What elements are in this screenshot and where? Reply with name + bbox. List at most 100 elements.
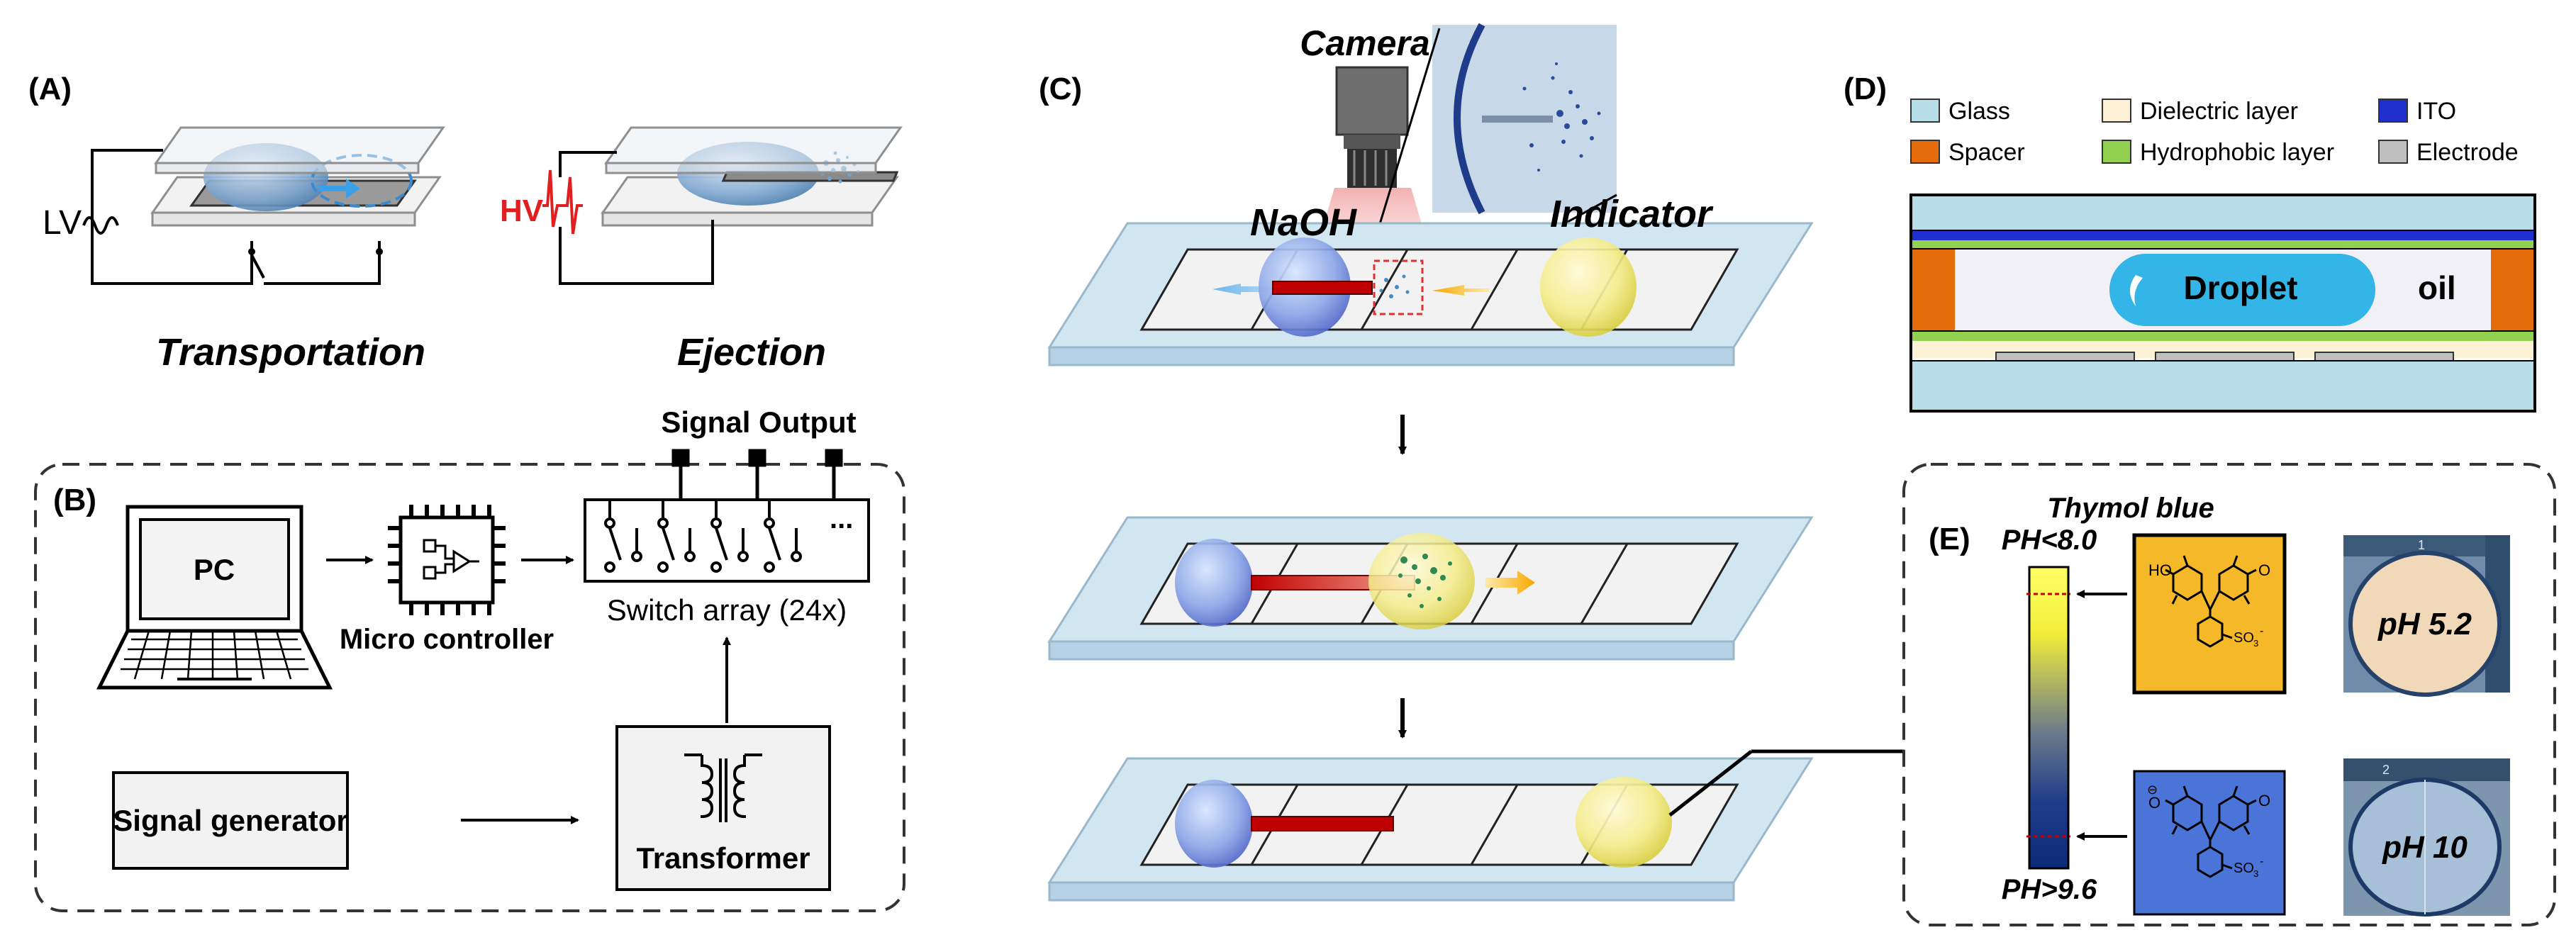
stage3-to-panel-e-connector: [1668, 750, 1753, 817]
hv-label: HV: [500, 194, 544, 228]
switch-ellipsis: ...: [830, 503, 853, 534]
panel-a: (A) LV: [28, 72, 903, 374]
transport-arrow: [319, 179, 360, 198]
panel-d: (D) Glass Dielectric layer ITO Spacer Hy…: [1844, 72, 2536, 413]
cross-section: Droplet oil: [1909, 194, 2536, 413]
droplet-label: Droplet: [2184, 269, 2298, 306]
stage1-spray-box: [1373, 259, 1424, 315]
ph-bottom-label: PH>9.6: [2002, 874, 2097, 905]
legend-text-dielectric: Dielectric layer: [2140, 98, 2298, 125]
camera-label: Camera: [1300, 23, 1429, 63]
micro-controller-chip-icon: [388, 505, 506, 615]
transport-top-plate: [154, 126, 445, 164]
left-spacer: [1912, 249, 1955, 331]
panel-c-label: (C): [1039, 72, 1082, 106]
transformer-icon: [684, 753, 762, 822]
panel-c: (C) Camera: [1039, 23, 1904, 902]
photo-1-mark: 1: [2418, 538, 2425, 552]
panel-d-label: (D): [1844, 72, 1887, 106]
transport-switch-1: [250, 241, 265, 279]
ph-color-bar: [2028, 566, 2070, 870]
stage3-needle: [1251, 816, 1394, 831]
top-glass: [1912, 196, 2533, 230]
panel-e-frame: [1902, 463, 2556, 926]
photo-ph-10: 2 pH 10: [2343, 758, 2510, 917]
stage2-mixing-droplet: [1368, 533, 1475, 629]
ejection-caption: Ejection: [677, 331, 826, 374]
eject-wire: [559, 151, 714, 285]
stage1-needle: [1272, 281, 1373, 295]
chip-stage-3: [1047, 757, 1814, 902]
transport-bottom-plate-edge: [151, 211, 416, 227]
acid-so3: SO: [2234, 630, 2254, 646]
legend-text-ito: ITO: [2416, 98, 2456, 125]
signal-generator-box: [112, 771, 349, 870]
base-o-left: O: [2148, 794, 2160, 812]
signal-output-label: Signal Output: [661, 405, 856, 439]
panel-b-label: (B): [53, 483, 96, 517]
legend-swatch-electrode: [2378, 140, 2408, 164]
transport-device: LV: [43, 126, 445, 285]
oil-label: oil: [2418, 269, 2456, 306]
base-o-minus: ⊖: [2147, 783, 2158, 797]
indicator-label: Indicator: [1550, 193, 1714, 235]
panel-e: (E) Thymol blue PH<8.0 PH>9.6 HO O: [1902, 463, 2556, 926]
panel-a-label: (A): [28, 72, 72, 106]
signal-output-pins: [671, 449, 843, 500]
legend-swatch-dielectric: [2102, 99, 2131, 123]
base-so3: SO: [2234, 861, 2254, 876]
legend-swatch-hydrophobic: [2102, 140, 2131, 164]
bottom-glass: [1912, 361, 2533, 410]
photo-1-label: pH 5.2: [2377, 607, 2472, 641]
chip-stage-1: [1047, 222, 1814, 366]
thymol-blue-title: Thymol blue: [2047, 493, 2214, 524]
ph-top-label: PH<8.0: [2002, 525, 2097, 556]
lv-label: LV: [43, 204, 82, 242]
transformer-box: [615, 725, 831, 891]
panel-b-frame: [34, 463, 905, 912]
electrode-3: [2314, 352, 2454, 362]
stage1-orange-arrow: [1432, 285, 1489, 296]
panel-e-label: (E): [1929, 522, 1970, 556]
base-so3-minus: -: [2260, 856, 2263, 868]
top-hydrophobic: [1912, 240, 2533, 249]
eject-bottom-plate-edge: [601, 211, 874, 227]
stage2-naoh-droplet: [1175, 539, 1253, 627]
transport-wire-left: [91, 149, 253, 285]
legend-text-electrode: Electrode: [2416, 139, 2519, 166]
top-ito: [1912, 230, 2533, 240]
eject-needle-electrode: [721, 171, 899, 182]
stage3-indicator-droplet: [1576, 777, 1672, 868]
stage2-orange-arrow: [1485, 571, 1535, 595]
legend-text-hydrophobic: Hydrophobic layer: [2140, 139, 2334, 166]
panel-b: (B) PC: [34, 405, 905, 912]
switch-array-label: Switch array (24x): [607, 593, 847, 627]
electrode-1: [1995, 352, 2135, 362]
base-structure-image: ⊖ O O SO 3 -: [2133, 770, 2286, 916]
base-o: O: [2258, 792, 2270, 809]
laptop-icon: PC: [96, 505, 333, 690]
acid-o: O: [2258, 561, 2270, 579]
signal-generator-label: Signal generator: [113, 804, 347, 837]
legend-text-spacer: Spacer: [1948, 139, 2025, 166]
right-spacer: [2491, 249, 2533, 331]
pc-label: PC: [194, 553, 235, 586]
stage3-naoh-droplet: [1175, 780, 1253, 868]
acid-so3-minus: -: [2260, 625, 2263, 637]
photo-2-mark: 2: [2382, 763, 2390, 777]
eject-top-plate: [604, 126, 903, 164]
acid-ho: HO: [2148, 561, 2172, 579]
transport-wire-right: [264, 241, 381, 285]
photo-ph-5-2: 1 pH 5.2: [2343, 535, 2510, 697]
legend-swatch-glass: [1910, 99, 1940, 123]
lv-wave-icon: [82, 216, 119, 235]
transport-top-plate-edge: [155, 162, 420, 174]
electrode-2: [2155, 352, 2295, 362]
eject-top-plate-edge: [605, 162, 877, 174]
stage1-indicator-droplet: [1540, 237, 1637, 337]
naoh-label: NaOH: [1250, 201, 1357, 244]
legend-text-glass: Glass: [1948, 98, 2010, 125]
droplet-highlight: [2130, 275, 2143, 306]
mc-label: Micro controller: [340, 624, 554, 655]
base-so3-sub: 3: [2253, 868, 2258, 879]
